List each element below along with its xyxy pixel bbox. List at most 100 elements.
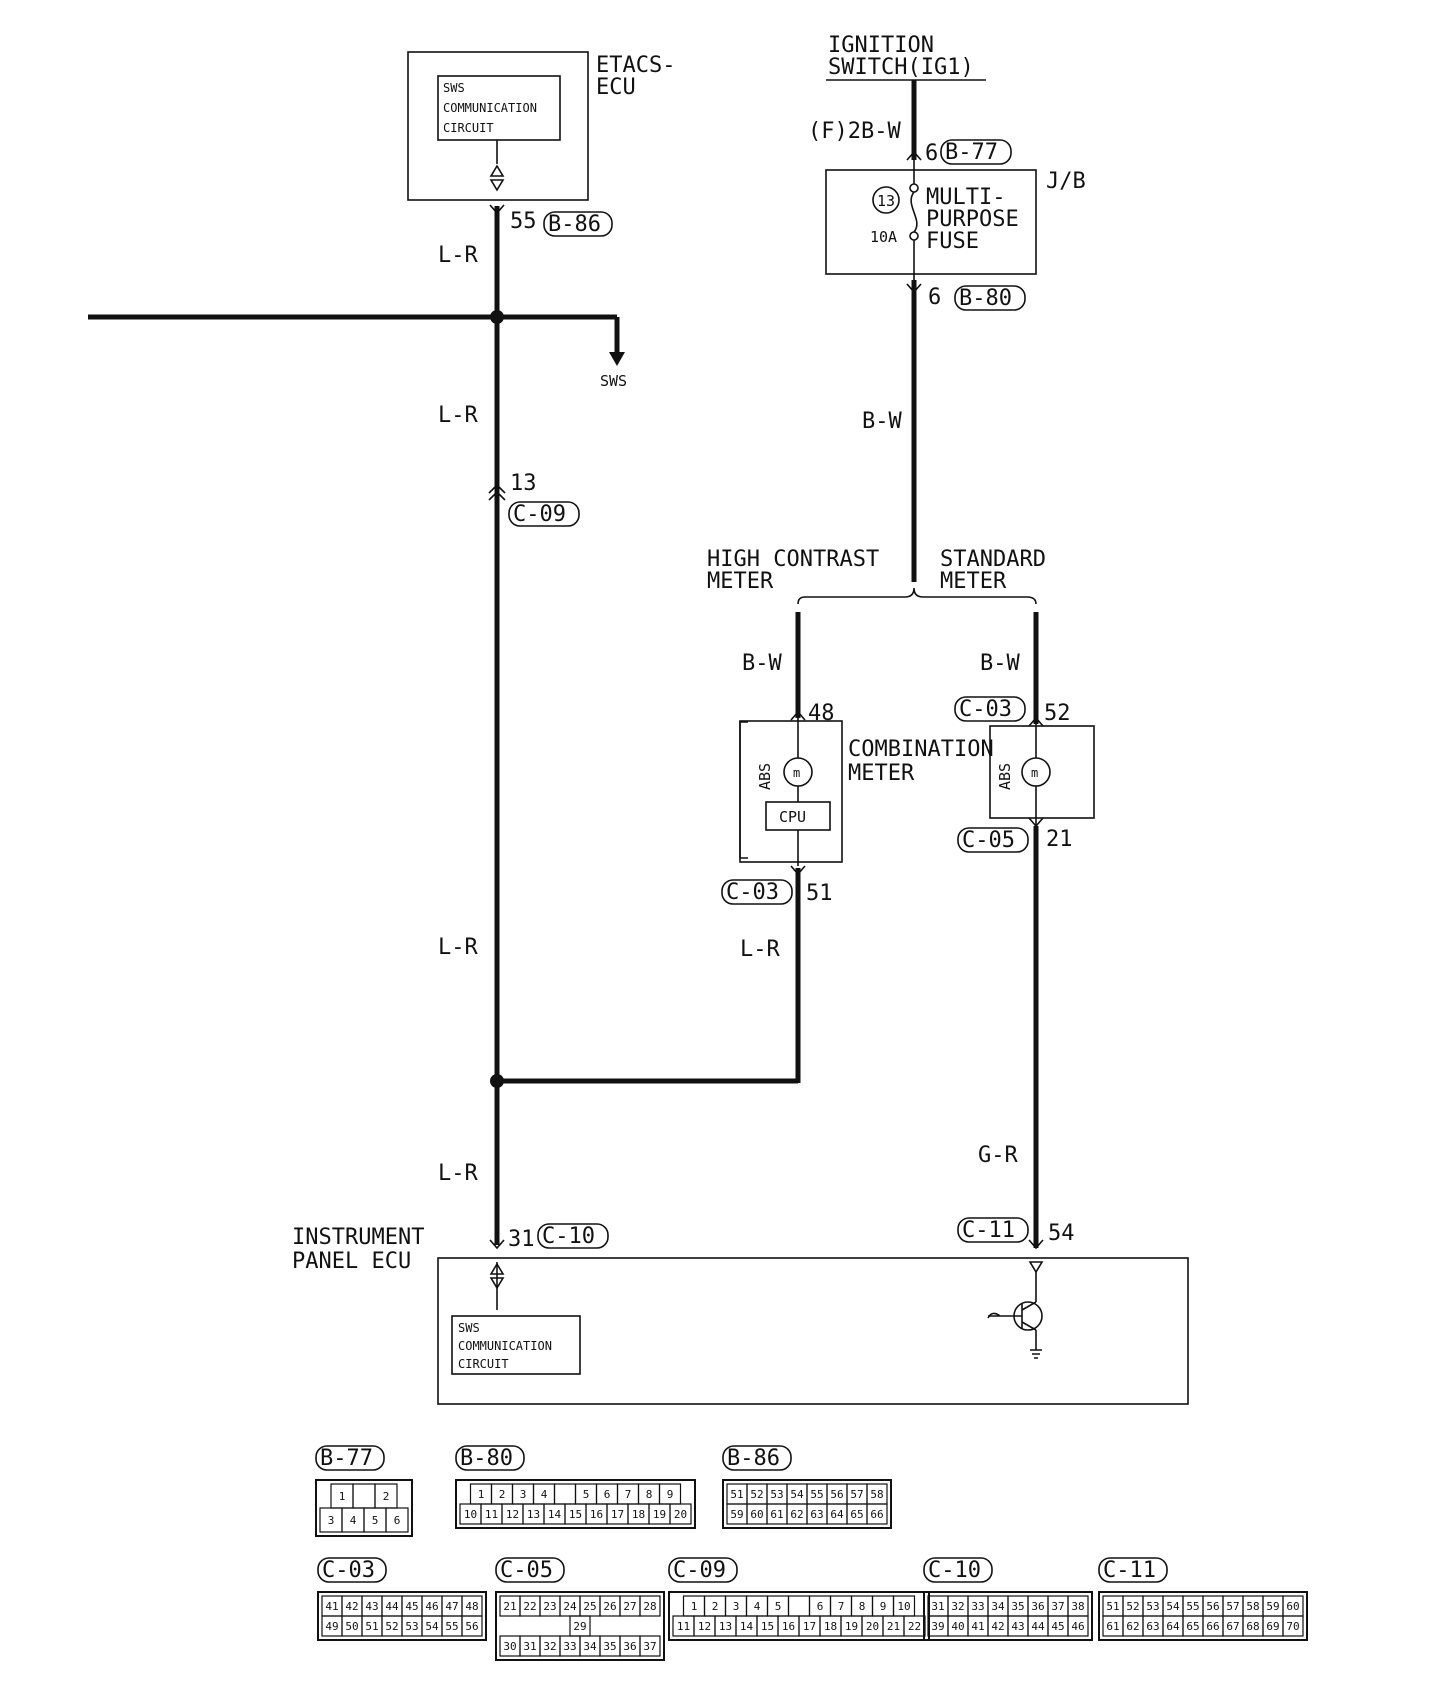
std-meter: m	[989, 716, 1095, 828]
std-pin-out: 21	[1046, 827, 1073, 852]
connector-pin-number: 6	[604, 1488, 611, 1501]
connector-pin-number: 22	[523, 1600, 536, 1613]
connector-pin-number: 34	[991, 1600, 1005, 1613]
connector-pin-number: 56	[1206, 1600, 1219, 1613]
connector-pin-number: 15	[569, 1508, 582, 1521]
jb-label: J/B	[1046, 169, 1086, 194]
connector-pin-number: 32	[951, 1600, 964, 1613]
svg-text:B-86: B-86	[548, 212, 601, 237]
connector-pin-number: 7	[625, 1488, 632, 1501]
connector-id-label: C-11	[1103, 1558, 1156, 1583]
wire-label-lr-5: L-R	[740, 937, 780, 962]
connector-pin-number: 10	[464, 1508, 477, 1521]
c09-connector-symbol	[488, 483, 506, 501]
ipecu-pin-right: 54	[1048, 1221, 1075, 1246]
junction-block	[825, 160, 1037, 280]
fuse-rating: 10A	[870, 228, 897, 246]
connector-id-label: C-10	[928, 1558, 981, 1583]
wire-label-bw-3: B-W	[980, 651, 1020, 676]
connector-pin-number: 25	[583, 1600, 596, 1613]
connector-pin-number: 70	[1286, 1620, 1299, 1633]
etacs-ecu: SWS COMMUNICATION CIRCUIT ETACS- ECU	[407, 51, 675, 215]
combo-meter-line1: COMBINATION	[848, 737, 994, 762]
connector-pin-number: 53	[1146, 1600, 1159, 1613]
svg-text:C-05: C-05	[962, 828, 1015, 853]
connector-pin-number: 19	[653, 1508, 666, 1521]
connector-pin-number: 18	[632, 1508, 645, 1521]
connector-pin-number: 59	[730, 1508, 743, 1521]
connector-pin-number: 17	[611, 1508, 624, 1521]
connector-pin-number: 53	[405, 1620, 418, 1633]
connector-pin-number: 63	[1146, 1620, 1159, 1633]
connector-pin-number: 51	[365, 1620, 378, 1633]
connector-pin-number: 4	[350, 1514, 357, 1527]
connector-pin-number: 37	[1051, 1600, 1064, 1613]
connector-pin-number: 51	[1106, 1600, 1119, 1613]
svg-text:m: m	[1031, 766, 1038, 780]
ipecu-title-line1: INSTRUMENT	[292, 1225, 424, 1250]
c09-connector-tag: C-09	[508, 501, 580, 527]
fuse-label-line3: FUSE	[926, 229, 979, 254]
connector-pin-number: 33	[971, 1600, 984, 1613]
connector-pin-number: 52	[385, 1620, 398, 1633]
connector-pin-number: 24	[563, 1600, 577, 1613]
connector-pin-number: 21	[503, 1600, 516, 1613]
connector-pin-number: 3	[733, 1600, 740, 1613]
connector-pin-number: 44	[385, 1600, 399, 1613]
ignition-pin-in: 6	[925, 141, 938, 166]
etacs-connector-tag: B-86	[543, 211, 613, 237]
connector-pin-number: 10	[897, 1600, 910, 1613]
connector-pin-number: 58	[1246, 1600, 1259, 1613]
connector-pin-number: 2	[499, 1488, 506, 1501]
connector-pin-number: 28	[643, 1600, 656, 1613]
connector-pin-number: 64	[1166, 1620, 1180, 1633]
connector-pin-number: 8	[646, 1488, 653, 1501]
connector-pin-number: 61	[1106, 1620, 1119, 1633]
svg-text:C-10: C-10	[542, 1224, 595, 1249]
connector-pin-number: 54	[790, 1488, 804, 1501]
connector-pin-number: 36	[623, 1640, 636, 1653]
connector-pin-number: 35	[1011, 1600, 1024, 1613]
connector-pin-number: 59	[1266, 1600, 1279, 1613]
connector-pin-number: 46	[425, 1600, 438, 1613]
ignition-line1: IGNITION	[828, 33, 934, 58]
connector-pin-number: 41	[325, 1600, 338, 1613]
connector-pin-number: 54	[1166, 1600, 1180, 1613]
connector-pin-number: 17	[803, 1620, 816, 1633]
connector-pin-number: 58	[870, 1488, 883, 1501]
svg-text:C-11: C-11	[962, 1218, 1015, 1243]
connector-pin-number: 55	[1186, 1600, 1199, 1613]
connector-pin-number: 2	[712, 1600, 719, 1613]
connector-pin-number: 14	[548, 1508, 562, 1521]
etacs-circuit-line2: COMMUNICATION	[443, 101, 537, 115]
hc-abs-label: ABS	[756, 763, 774, 790]
std-out-connector-tag: C-05	[957, 827, 1029, 853]
connector-pin-number: 12	[698, 1620, 711, 1633]
connector-pin-number: 55	[445, 1620, 458, 1633]
fuse-label-line2: PURPOSE	[926, 207, 1019, 232]
connector-pin-number: 33	[563, 1640, 576, 1653]
hc-meter-line2: METER	[707, 569, 774, 594]
connector-pin-number: 16	[590, 1508, 603, 1521]
c09-pin: 13	[510, 471, 537, 496]
connector-pin-number: 18	[824, 1620, 837, 1633]
connector-pin-number: 53	[770, 1488, 783, 1501]
meter-wires	[795, 612, 1039, 1248]
connector-pin-number: 49	[325, 1620, 338, 1633]
connector-pin-number: 47	[445, 1600, 458, 1613]
connector-pin-number: 62	[790, 1508, 803, 1521]
svg-text:B-77: B-77	[945, 140, 998, 165]
ipecu-title-line2: PANEL ECU	[292, 1249, 411, 1274]
connector-pin-number: 1	[478, 1488, 485, 1501]
connector-pin-number: 63	[810, 1508, 823, 1521]
connector-pin-number: 23	[543, 1600, 556, 1613]
c10-connector-tag: C-10	[537, 1223, 609, 1249]
connector-pin-number: 46	[1071, 1620, 1084, 1633]
connector-pin-number: 43	[365, 1600, 378, 1613]
connector-pin-cell	[639, 1635, 661, 1657]
connector-pin-number: 66	[870, 1508, 883, 1521]
etacs-circuit-line1: SWS	[443, 81, 465, 95]
